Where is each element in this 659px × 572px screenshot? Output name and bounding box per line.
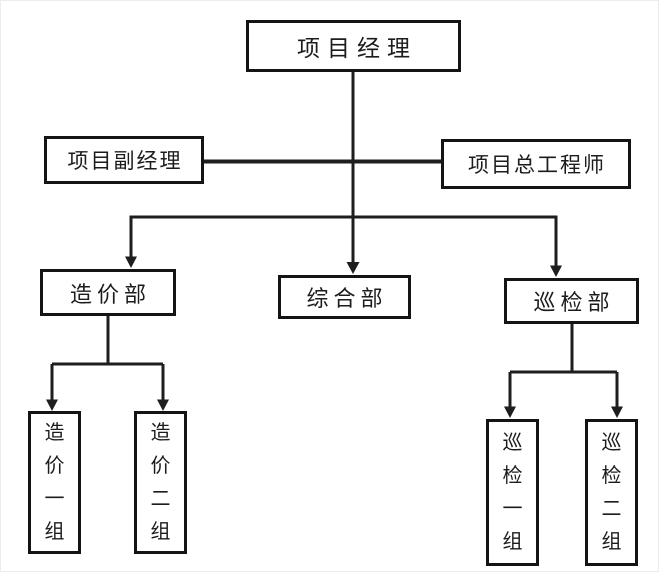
node-chief-engineer: 项目总工程师 bbox=[441, 139, 631, 189]
node-cost-dept-label: 造价部 bbox=[69, 281, 151, 307]
edge-cost-subtree bbox=[50, 316, 165, 400]
node-cost-dept: 造价部 bbox=[40, 269, 176, 316]
node-project-manager-label: 项目经理 bbox=[297, 35, 417, 61]
node-inspection-dept: 巡检部 bbox=[504, 278, 639, 324]
arrowhead-general-dept bbox=[346, 262, 360, 274]
node-project-manager: 项目经理 bbox=[246, 20, 461, 72]
arrowhead-cost-group-2 bbox=[157, 399, 169, 411]
arrowhead-inspection-group-2 bbox=[611, 406, 623, 418]
arrowhead-inspection-dept bbox=[550, 265, 562, 277]
node-inspection-group-1-label: 巡检一组 bbox=[502, 431, 523, 553]
edge-distribution-line bbox=[129, 215, 558, 266]
arrowhead-cost-dept bbox=[125, 256, 137, 268]
node-inspection-group-2-label: 巡检二组 bbox=[601, 431, 622, 553]
node-cost-group-1: 造价一组 bbox=[28, 411, 81, 554]
node-inspection-group-2: 巡检二组 bbox=[585, 419, 638, 566]
edge-inspection-subtree bbox=[508, 324, 619, 407]
node-cost-group-1-label: 造价一组 bbox=[44, 421, 65, 543]
arrowhead-cost-group-1 bbox=[46, 399, 58, 411]
node-general-dept: 综合部 bbox=[278, 275, 411, 319]
arrowhead-inspection-group-1 bbox=[504, 406, 516, 418]
node-general-dept-label: 综合部 bbox=[306, 286, 388, 311]
node-deputy-manager: 项目副经理 bbox=[44, 136, 204, 184]
node-deputy-manager-label: 项目副经理 bbox=[67, 150, 183, 173]
node-cost-group-2-label: 造价二组 bbox=[150, 421, 171, 543]
node-inspection-group-1: 巡检一组 bbox=[486, 419, 539, 566]
node-inspection-dept-label: 巡检部 bbox=[533, 290, 615, 315]
node-chief-engineer-label: 项目总工程师 bbox=[468, 154, 606, 177]
node-cost-group-2: 造价二组 bbox=[134, 411, 187, 554]
